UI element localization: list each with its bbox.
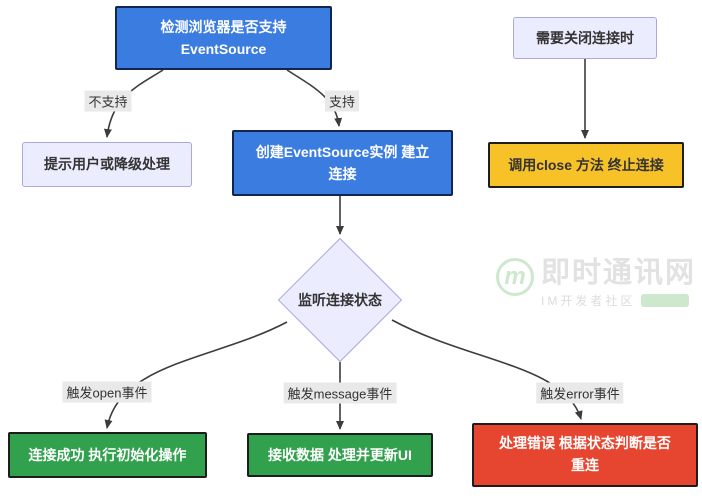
watermark-subline: IM开发者社区 [541, 292, 696, 309]
node-fallback: 提示用户或降级处理 [22, 142, 192, 187]
node-detect-support: 检测浏览器是否支持 EventSource [115, 6, 332, 70]
watermark-logo: m 即时通讯网 IM开发者社区 [496, 257, 697, 309]
edge-label-error-event: 触发error事件 [536, 382, 624, 404]
node-receive-data: 接收数据 处理并更新UI [247, 433, 433, 477]
watermark-title: 即时通讯网 [541, 257, 697, 289]
watermark-text: 即时通讯网 IM开发者社区 [541, 257, 697, 309]
edge-label-open-event: 触发open事件 [62, 381, 152, 403]
node-need-close: 需要关闭连接时 [513, 17, 657, 59]
watermark-subtitle: IM开发者社区 [541, 293, 636, 308]
watermark-m-icon: m [496, 258, 534, 296]
watermark-letter: m [504, 263, 526, 290]
edge-listen-to-open [104, 321, 288, 429]
node-open-success: 连接成功 执行初始化操作 [8, 432, 207, 478]
edge-label-not-supported: 不支持 [84, 90, 132, 112]
node-listen-state-label: 监听连接状态 [298, 292, 382, 308]
edge-listen-to-error [391, 319, 583, 420]
node-handle-error: 处理错误 根据状态判断是否 重连 [472, 423, 698, 487]
edge-label-supported: 支持 [324, 90, 360, 112]
edge-label-message-event: 触发message事件 [283, 382, 397, 404]
node-call-close: 调用close 方法 终止连接 [488, 142, 684, 188]
watermark-badge [641, 293, 690, 307]
node-create-instance: 创建EventSource实例 建立 连接 [232, 130, 453, 196]
